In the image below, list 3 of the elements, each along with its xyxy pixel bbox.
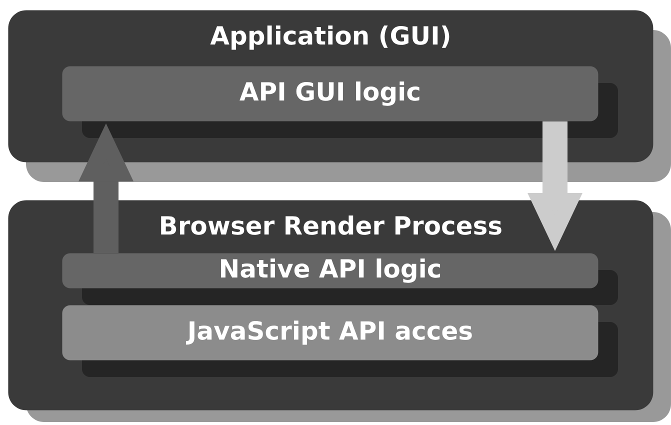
module-box: Native API logic [62, 253, 618, 305]
module-box: API GUI logic [62, 66, 618, 138]
module-box: JavaScript API acces [62, 305, 618, 377]
